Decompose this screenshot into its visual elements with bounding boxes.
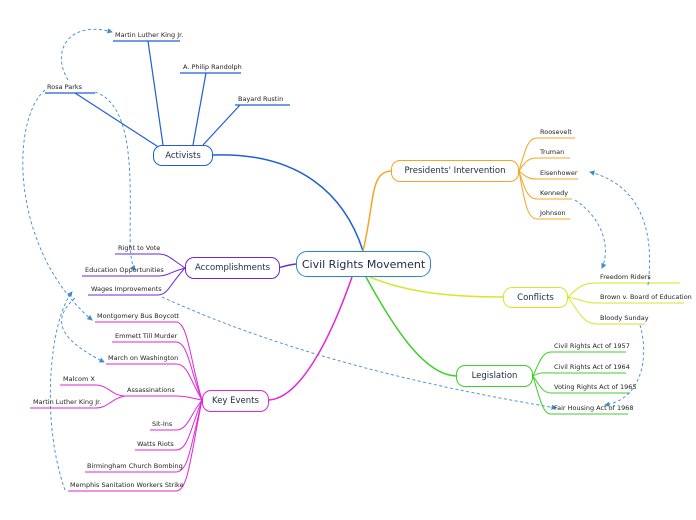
topic-accomplishments[interactable]: Accomplishments bbox=[185, 257, 280, 279]
branch-line-conflicts bbox=[369, 276, 504, 298]
conflict-bloody-sunday[interactable]: Bloody Sunday bbox=[600, 314, 649, 322]
event-emmett-till[interactable]: Emmett Till Murder bbox=[115, 332, 178, 340]
event-birmingham-bombing[interactable]: Birmingham Church Bombing bbox=[87, 462, 183, 470]
activist-a-philip-randolph[interactable]: A. Philip Randolph bbox=[183, 63, 242, 71]
branch-line-activists bbox=[212, 154, 364, 252]
assassination-malcom-x[interactable]: Malcom X bbox=[63, 375, 95, 383]
branch-line-presidents bbox=[362, 170, 392, 252]
topic-presidents-intervention[interactable]: Presidents' Intervention bbox=[391, 160, 519, 182]
activists-connectors bbox=[45, 40, 290, 151]
legislation-connectors bbox=[532, 351, 630, 415]
presidents-connectors bbox=[518, 137, 578, 220]
event-assassinations[interactable]: Assassinations bbox=[127, 386, 175, 394]
accomplishment-right-to-vote[interactable]: Right to Vote bbox=[118, 244, 161, 252]
topic-legislation[interactable]: Legislation bbox=[456, 365, 533, 387]
branch-line-key-events bbox=[268, 276, 353, 401]
law-civil-rights-1957[interactable]: Civil Rights Act of 1957 bbox=[554, 342, 630, 350]
event-march-on-washington[interactable]: March on Washington bbox=[108, 354, 179, 362]
president-johnson[interactable]: Johnson bbox=[540, 209, 566, 217]
president-roosevelt[interactable]: Roosevelt bbox=[540, 128, 572, 136]
topic-conflicts[interactable]: Conflicts bbox=[503, 287, 568, 308]
key-events-connectors bbox=[30, 321, 203, 492]
relationship-arrows bbox=[22, 28, 651, 491]
president-truman[interactable]: Truman bbox=[540, 148, 565, 156]
law-fair-housing-1968[interactable]: Fair Housing Act of 1968 bbox=[554, 404, 634, 412]
president-eisenhower[interactable]: Eisenhower bbox=[540, 169, 578, 177]
law-civil-rights-1964[interactable]: Civil Rights Act of 1964 bbox=[554, 363, 630, 371]
branch-line-legislation bbox=[365, 276, 457, 377]
event-sit-ins[interactable]: Sit-Ins bbox=[152, 420, 173, 428]
conflicts-connectors bbox=[567, 282, 684, 325]
activist-rosa-parks[interactable]: Rosa Parks bbox=[47, 83, 83, 91]
president-kennedy[interactable]: Kennedy bbox=[540, 189, 569, 197]
central-topic[interactable]: Civil Rights Movement bbox=[296, 251, 431, 277]
topic-key-events[interactable]: Key Events bbox=[202, 390, 269, 412]
activist-martin-luther-king[interactable]: Martin Luther King Jr. bbox=[115, 31, 184, 39]
activist-bayard-rustin[interactable]: Bayard Rustin bbox=[238, 95, 284, 103]
law-voting-rights-1965[interactable]: Voting Rights Act of 1965 bbox=[554, 383, 637, 391]
accomplishments-connectors bbox=[82, 253, 186, 296]
event-watts-riots[interactable]: Watts Riots bbox=[137, 440, 174, 448]
accomplishment-education[interactable]: Education Opportunities bbox=[85, 266, 164, 274]
topic-activists[interactable]: Activists bbox=[153, 145, 213, 166]
event-montgomery-bus-boycott[interactable]: Montgomery Bus Boycott bbox=[97, 312, 180, 320]
accomplishment-wages[interactable]: Wages Improvements bbox=[91, 285, 162, 293]
assassination-mlk[interactable]: Martin Luther King Jr. bbox=[33, 398, 102, 406]
conflict-freedom-riders[interactable]: Freedom Riders bbox=[600, 273, 651, 281]
conflict-brown-v-board[interactable]: Brown v. Board of Education bbox=[600, 293, 692, 301]
event-memphis-strike[interactable]: Memphis Sanitation Workers Strike bbox=[70, 481, 184, 489]
